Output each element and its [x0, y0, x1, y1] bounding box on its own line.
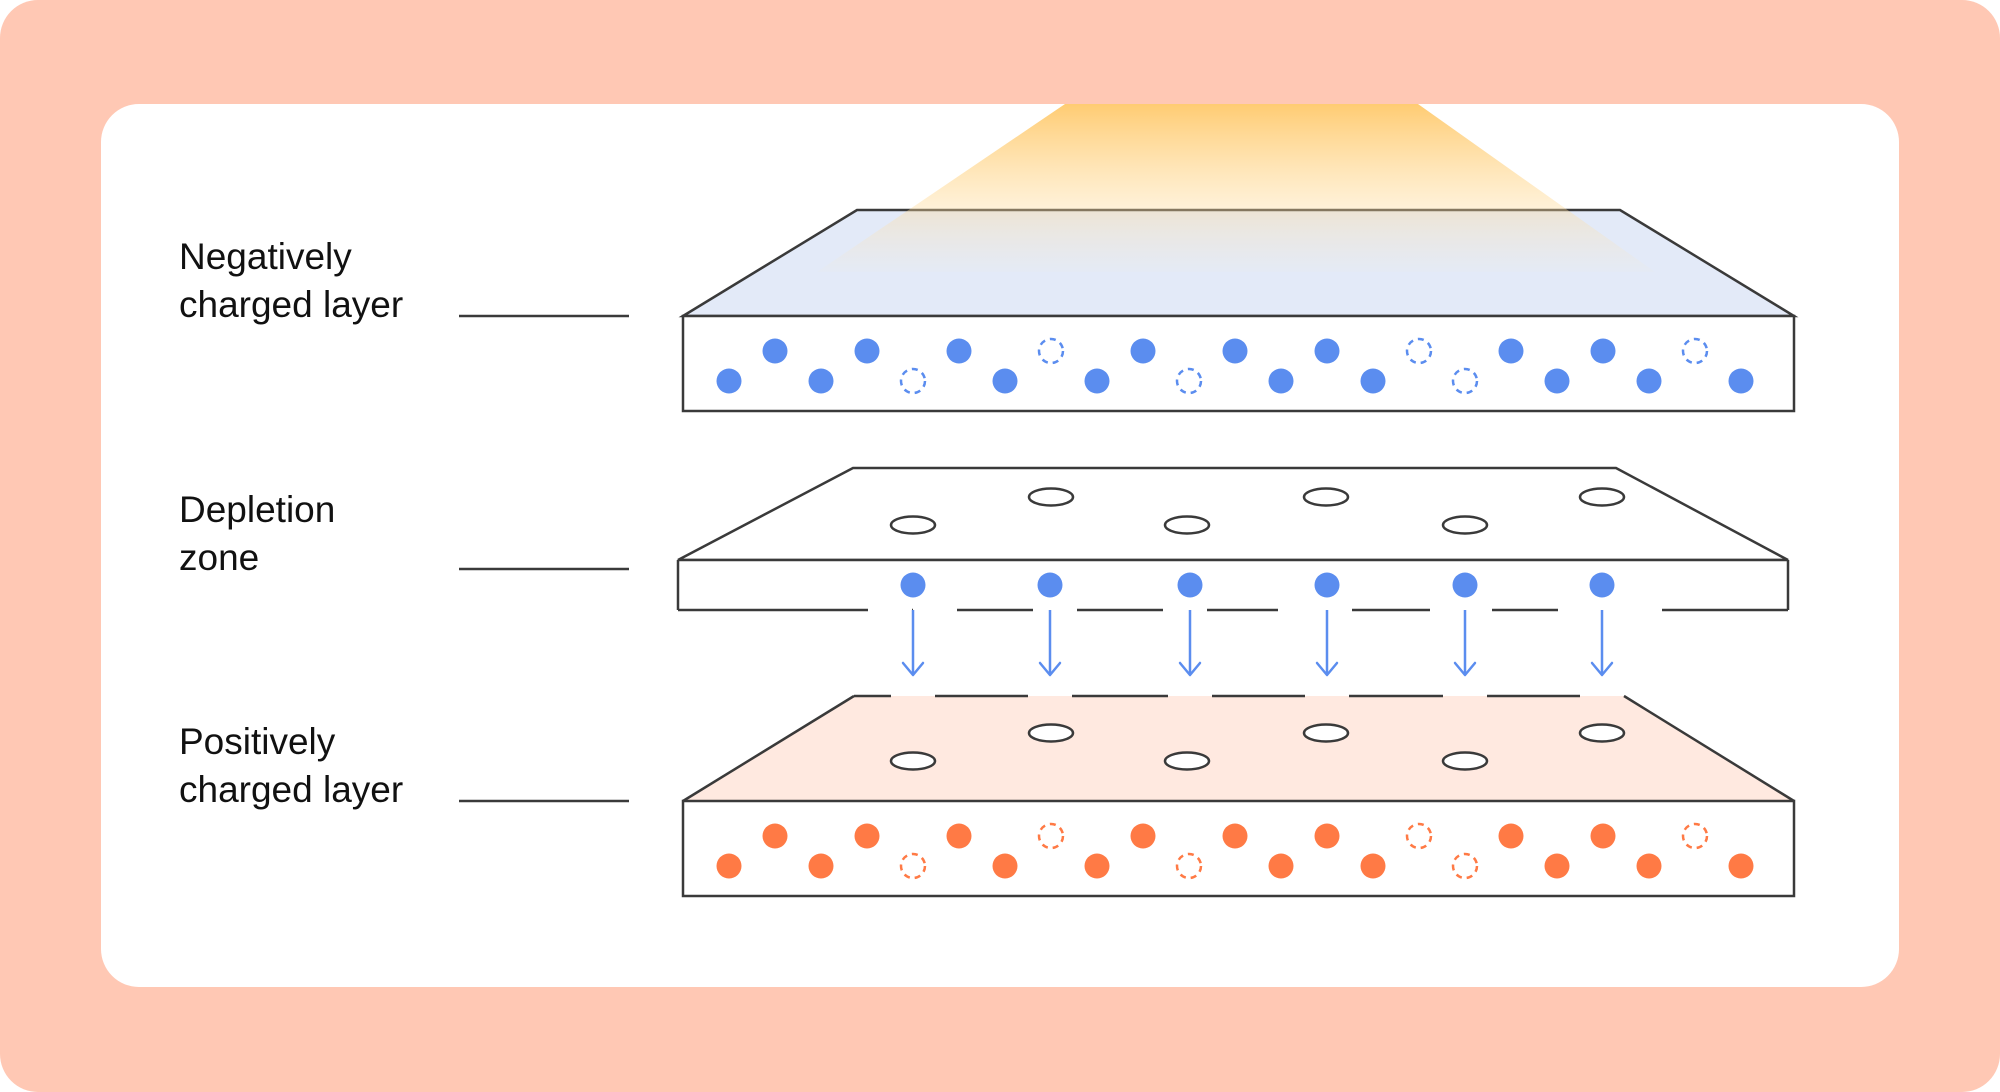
hole-vacancy — [1405, 822, 1433, 850]
hole-oval — [1302, 723, 1350, 743]
depletion-zone-layer — [676, 466, 1790, 677]
arrow-head — [1178, 661, 1202, 677]
electron — [1268, 368, 1294, 394]
arrow-head — [1315, 661, 1339, 677]
hole-oval — [1163, 515, 1211, 535]
hole — [1728, 853, 1754, 879]
hole — [1498, 823, 1524, 849]
electron — [1177, 572, 1203, 598]
electron-vacancy — [899, 367, 927, 395]
hole — [946, 823, 972, 849]
electron — [900, 572, 926, 598]
hole — [808, 853, 834, 879]
hole-oval — [1302, 487, 1350, 507]
hole-oval — [1441, 515, 1489, 535]
arrow-group — [901, 610, 1614, 677]
hole-oval — [1578, 723, 1626, 743]
electron-vacancy — [1175, 367, 1203, 395]
hole-oval — [1578, 487, 1626, 507]
arrow-head — [1453, 661, 1477, 677]
electron — [1130, 338, 1156, 364]
migrating-electron-group — [900, 572, 1615, 598]
negative-layer-front-face — [681, 314, 1796, 413]
hole — [1544, 853, 1570, 879]
depletion-layer-top-face — [677, 466, 1789, 562]
electron-vacancy — [1681, 337, 1709, 365]
hole-oval-group — [889, 487, 1626, 535]
electron — [992, 368, 1018, 394]
hole-vacancy — [1681, 822, 1709, 850]
electron-vacancy — [1037, 337, 1065, 365]
arrow-head — [1038, 661, 1062, 677]
hole — [854, 823, 880, 849]
positive-layer-label: Positively charged layer — [179, 721, 404, 810]
positive-layer — [681, 694, 1796, 898]
electron — [1222, 338, 1248, 364]
hole — [1084, 853, 1110, 879]
hole-oval — [1027, 723, 1075, 743]
electron — [1590, 338, 1616, 364]
hole-vacancy — [1175, 852, 1203, 880]
hole-group — [716, 822, 1754, 880]
electron — [1544, 368, 1570, 394]
hole — [1636, 853, 1662, 879]
hole-vacancy — [1037, 822, 1065, 850]
electron — [1636, 368, 1662, 394]
hole-vacancy — [1451, 852, 1479, 880]
hole-oval — [1163, 751, 1211, 771]
electron — [1498, 338, 1524, 364]
hole-oval-group — [889, 723, 1626, 771]
electron — [1360, 368, 1386, 394]
depletion-layer-front-face — [678, 560, 1788, 610]
hole — [762, 823, 788, 849]
electron — [762, 338, 788, 364]
hole — [1222, 823, 1248, 849]
electron — [716, 368, 742, 394]
electron — [854, 338, 880, 364]
hole — [1590, 823, 1616, 849]
electron — [1314, 338, 1340, 364]
electron-group — [716, 337, 1754, 395]
negative-layer-label: Negatively charged layer — [179, 236, 404, 325]
electron — [1452, 572, 1478, 598]
hole — [992, 853, 1018, 879]
hole — [1268, 853, 1294, 879]
hole-vacancy — [899, 852, 927, 880]
electron — [1037, 572, 1063, 598]
electron — [1589, 572, 1615, 598]
electron — [808, 368, 834, 394]
electron — [1084, 368, 1110, 394]
electron-vacancy — [1405, 337, 1433, 365]
hole — [716, 853, 742, 879]
electron — [946, 338, 972, 364]
arrow-head — [901, 661, 925, 677]
electron — [1314, 572, 1340, 598]
hole — [1360, 853, 1386, 879]
depletion-zone-label: Depletion zone — [179, 489, 336, 578]
positive-layer-front-face — [681, 799, 1796, 898]
hole-oval — [1441, 751, 1489, 771]
hole-oval — [889, 515, 937, 535]
sunlight-beam-icon — [817, 104, 1655, 272]
hole — [1314, 823, 1340, 849]
electron-vacancy — [1451, 367, 1479, 395]
positive-layer-top-face — [683, 696, 1794, 801]
arrow-head — [1590, 661, 1614, 677]
hole-oval — [889, 751, 937, 771]
electron — [1728, 368, 1754, 394]
hole — [1130, 823, 1156, 849]
hole-oval — [1027, 487, 1075, 507]
